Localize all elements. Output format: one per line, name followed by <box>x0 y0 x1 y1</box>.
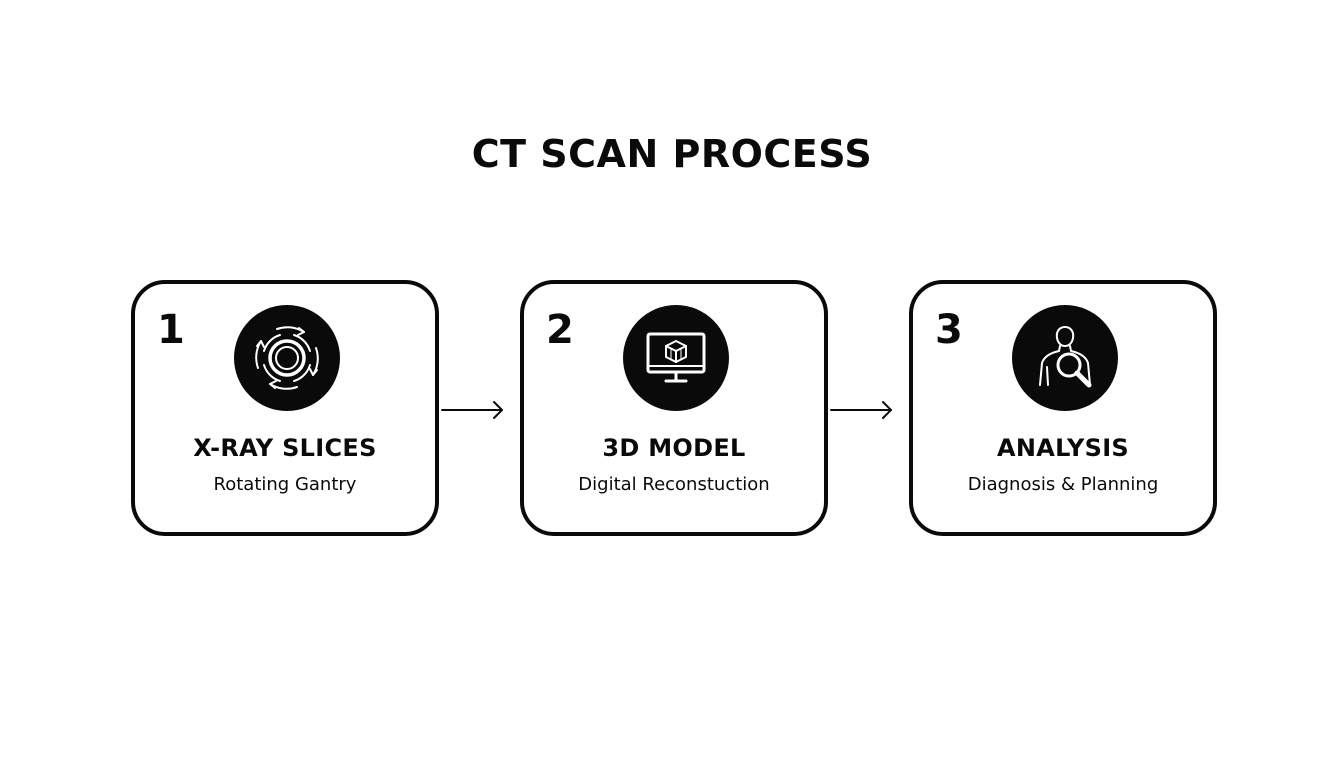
step-number: 1 <box>157 307 185 353</box>
page-title: CT SCAN PROCESS <box>471 132 873 176</box>
step-card-xray-slices: 1 X-RAY SLICES Rotating Gantry <box>131 280 439 536</box>
step-title: X-RAY SLICES <box>193 434 377 462</box>
step-card-3d-model: 2 3D MODEL Digital Reconstuction <box>520 280 828 536</box>
body-magnifier-icon <box>1012 305 1118 411</box>
step-title: 3D MODEL <box>602 434 746 462</box>
rotating-gantry-icon <box>234 305 340 411</box>
step-title: ANALYSIS <box>996 434 1130 462</box>
arrow-right-icon <box>441 401 503 419</box>
step-subtitle: Digital Reconstuction <box>578 474 770 495</box>
arrow-right-icon <box>830 401 892 419</box>
step-number: 2 <box>546 307 574 353</box>
step-subtitle: Rotating Gantry <box>213 474 357 495</box>
step-number: 3 <box>935 307 963 353</box>
step-card-analysis: 3 ANALYSIS Diagnosis & Planning <box>909 280 1217 536</box>
step-subtitle: Diagnosis & Planning <box>967 474 1159 495</box>
monitor-cube-icon <box>623 305 729 411</box>
